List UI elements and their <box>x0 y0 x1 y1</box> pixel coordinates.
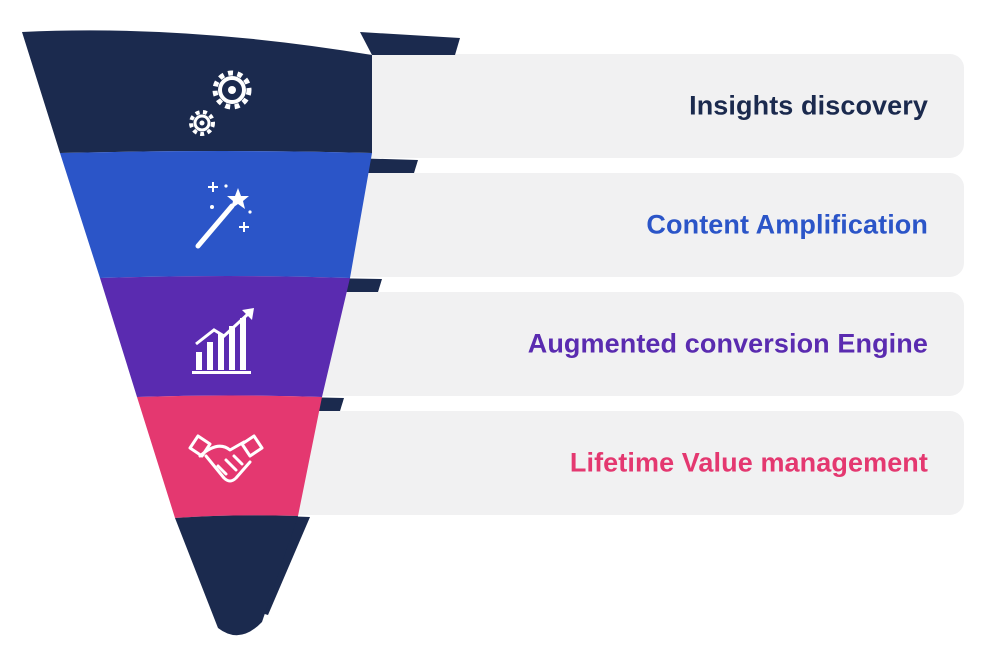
magic-wand-icon <box>195 182 252 249</box>
stage-label-lifetime: Lifetime Value management <box>569 447 928 478</box>
stage-label-insights: Insights discovery <box>689 90 928 121</box>
funnel-band-lifetime <box>137 395 322 518</box>
stage-card-conversion: Augmented conversion Engine <box>282 292 964 396</box>
funnel-tip <box>175 515 298 636</box>
funnel-band-content <box>60 151 372 278</box>
stage-label-conversion: Augmented conversion Engine <box>527 328 928 359</box>
growth-chart-icon <box>192 308 254 374</box>
stage-label-content: Content Amplification <box>646 209 928 240</box>
stage-card-lifetime: Lifetime Value management <box>282 411 964 515</box>
funnel-flap-top <box>360 32 460 55</box>
stage-card-insights: Insights discovery <box>282 54 964 158</box>
gears-icon <box>189 70 252 136</box>
funnel-band-insights <box>22 30 372 153</box>
stage-card-content: Content Amplification <box>282 173 964 277</box>
handshake-icon <box>188 434 264 483</box>
